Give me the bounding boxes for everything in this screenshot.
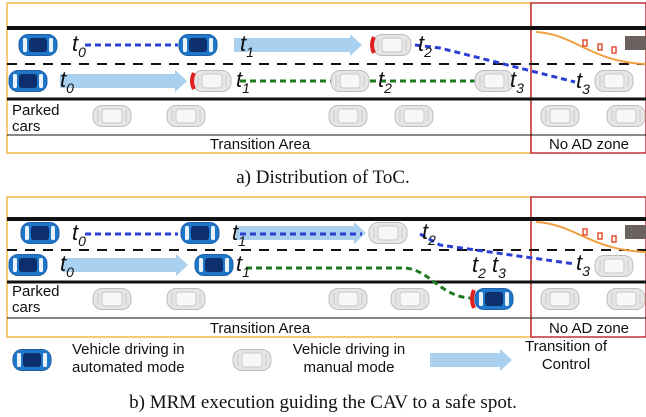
parked-car-a-5 xyxy=(540,105,580,127)
panel-a: t0 t1 t2 t3 t0 t1 t2 t3 Parked cars Tran… xyxy=(6,2,646,154)
label-a-t2-lower: t2 xyxy=(378,67,392,96)
toc-arrow-lower xyxy=(60,70,187,92)
green-path-b xyxy=(246,266,471,300)
legend-toc-arrow xyxy=(430,349,512,371)
legend-auto-car xyxy=(12,349,52,371)
traffic-cones-b xyxy=(582,228,617,243)
label-a-t1-upper: t1 xyxy=(240,31,254,60)
label-b-t3-right: t3 xyxy=(576,250,590,279)
label-a-t3-right: t3 xyxy=(576,68,590,97)
label-b-t0-lower: t0 xyxy=(60,251,74,280)
no-ad-zone-border xyxy=(530,2,646,154)
panel-b: t0 t1 t2 t3 t0 t1 t2 t3 Parked cars Tran… xyxy=(6,196,646,338)
label-a-t3-lower: t3 xyxy=(510,67,524,96)
label-b-t1-upper: t1 xyxy=(232,220,246,249)
no-ad-zone-label-a: No AD zone xyxy=(549,136,629,153)
label-b-t2-lower: t2 xyxy=(472,252,486,281)
parked-cars-label-a-1: Parked xyxy=(12,102,60,119)
manual-car-a-lower-t3 xyxy=(474,70,514,92)
transition-area-label-b: Transition Area xyxy=(210,320,311,337)
parked-car-a-6 xyxy=(606,105,646,127)
toc-arrow-upper xyxy=(234,34,362,56)
auto-car-a-t1 xyxy=(178,34,218,56)
safe-spot-car xyxy=(474,288,514,310)
manual-car-a-t2 xyxy=(372,34,412,56)
parked-car-a-1 xyxy=(92,105,132,127)
toc-arrow-lower-b xyxy=(62,254,188,276)
barrier-curve xyxy=(535,31,646,65)
barrier-curve-b xyxy=(535,221,646,253)
manual-car-a-lower-t1 xyxy=(192,70,232,92)
transition-area-label-a: Transition Area xyxy=(210,136,311,153)
traffic-cones xyxy=(582,39,617,54)
parked-car-b-4 xyxy=(390,288,430,310)
label-b-t1-lower: t1 xyxy=(236,251,250,280)
auto-car-a-lower-t0 xyxy=(8,70,48,92)
legend-toc-line2: Control xyxy=(542,356,590,373)
label-b-t0-upper: t0 xyxy=(72,220,86,249)
blue-path-a2 xyxy=(414,43,576,84)
label-a-t1-lower: t1 xyxy=(236,67,250,96)
parked-car-b-2 xyxy=(166,288,206,310)
brake-light-a1 xyxy=(370,36,376,54)
label-a-t0-upper: t0 xyxy=(72,31,86,60)
parked-cars-label-b-1: Parked xyxy=(12,283,60,300)
no-ad-zone-border-b xyxy=(530,196,646,338)
parked-car-a-3 xyxy=(328,105,368,127)
legend-manual-line2: manual mode xyxy=(304,359,395,376)
auto-car-a-t0 xyxy=(18,34,58,56)
manual-car-a-lower-mid xyxy=(330,70,370,92)
auto-car-b-lower-t1 xyxy=(194,254,234,276)
parked-car-a-4 xyxy=(394,105,434,127)
manual-car-b-right xyxy=(594,255,634,277)
obstacle-block-b xyxy=(625,225,646,239)
manual-car-a-right xyxy=(594,70,634,92)
brake-light-a2 xyxy=(190,72,196,90)
legend-manual-line1: Vehicle driving in xyxy=(293,341,406,358)
legend-manual-car xyxy=(232,349,272,371)
parked-cars-label-b-2: cars xyxy=(12,299,40,316)
no-ad-zone-label-b: No AD zone xyxy=(549,320,629,337)
obstacle-block xyxy=(625,36,646,50)
parked-car-a-2 xyxy=(166,105,206,127)
caption-b: b) MRM execution guiding the CAV to a sa… xyxy=(129,392,517,413)
label-b-t2-upper: t2 xyxy=(422,219,436,248)
label-b-t3-lower: t3 xyxy=(492,252,506,281)
parked-car-b-5 xyxy=(540,288,580,310)
legend-auto-line1: Vehicle driving in xyxy=(72,341,185,358)
legend-auto-line2: automated mode xyxy=(72,359,185,376)
auto-car-b-t0 xyxy=(20,222,60,244)
legend-toc-line1: Transition of xyxy=(525,338,608,355)
brake-light-b1 xyxy=(470,289,476,309)
caption-a: a) Distribution of ToC. xyxy=(236,167,410,188)
parked-car-b-1 xyxy=(92,288,132,310)
blue-path-b3 xyxy=(419,232,576,266)
parked-cars-label-a-2: cars xyxy=(12,118,40,135)
label-a-t2-upper: t2 xyxy=(418,31,432,60)
manual-car-b-t2 xyxy=(368,222,408,244)
parked-car-b-3 xyxy=(328,288,368,310)
auto-car-b-lower-t0 xyxy=(8,254,48,276)
auto-car-b-t1 xyxy=(180,222,220,244)
legend: Vehicle driving in automated mode Vehicl… xyxy=(12,338,608,376)
parked-car-b-6 xyxy=(606,288,646,310)
label-a-t0-lower: t0 xyxy=(60,67,74,96)
